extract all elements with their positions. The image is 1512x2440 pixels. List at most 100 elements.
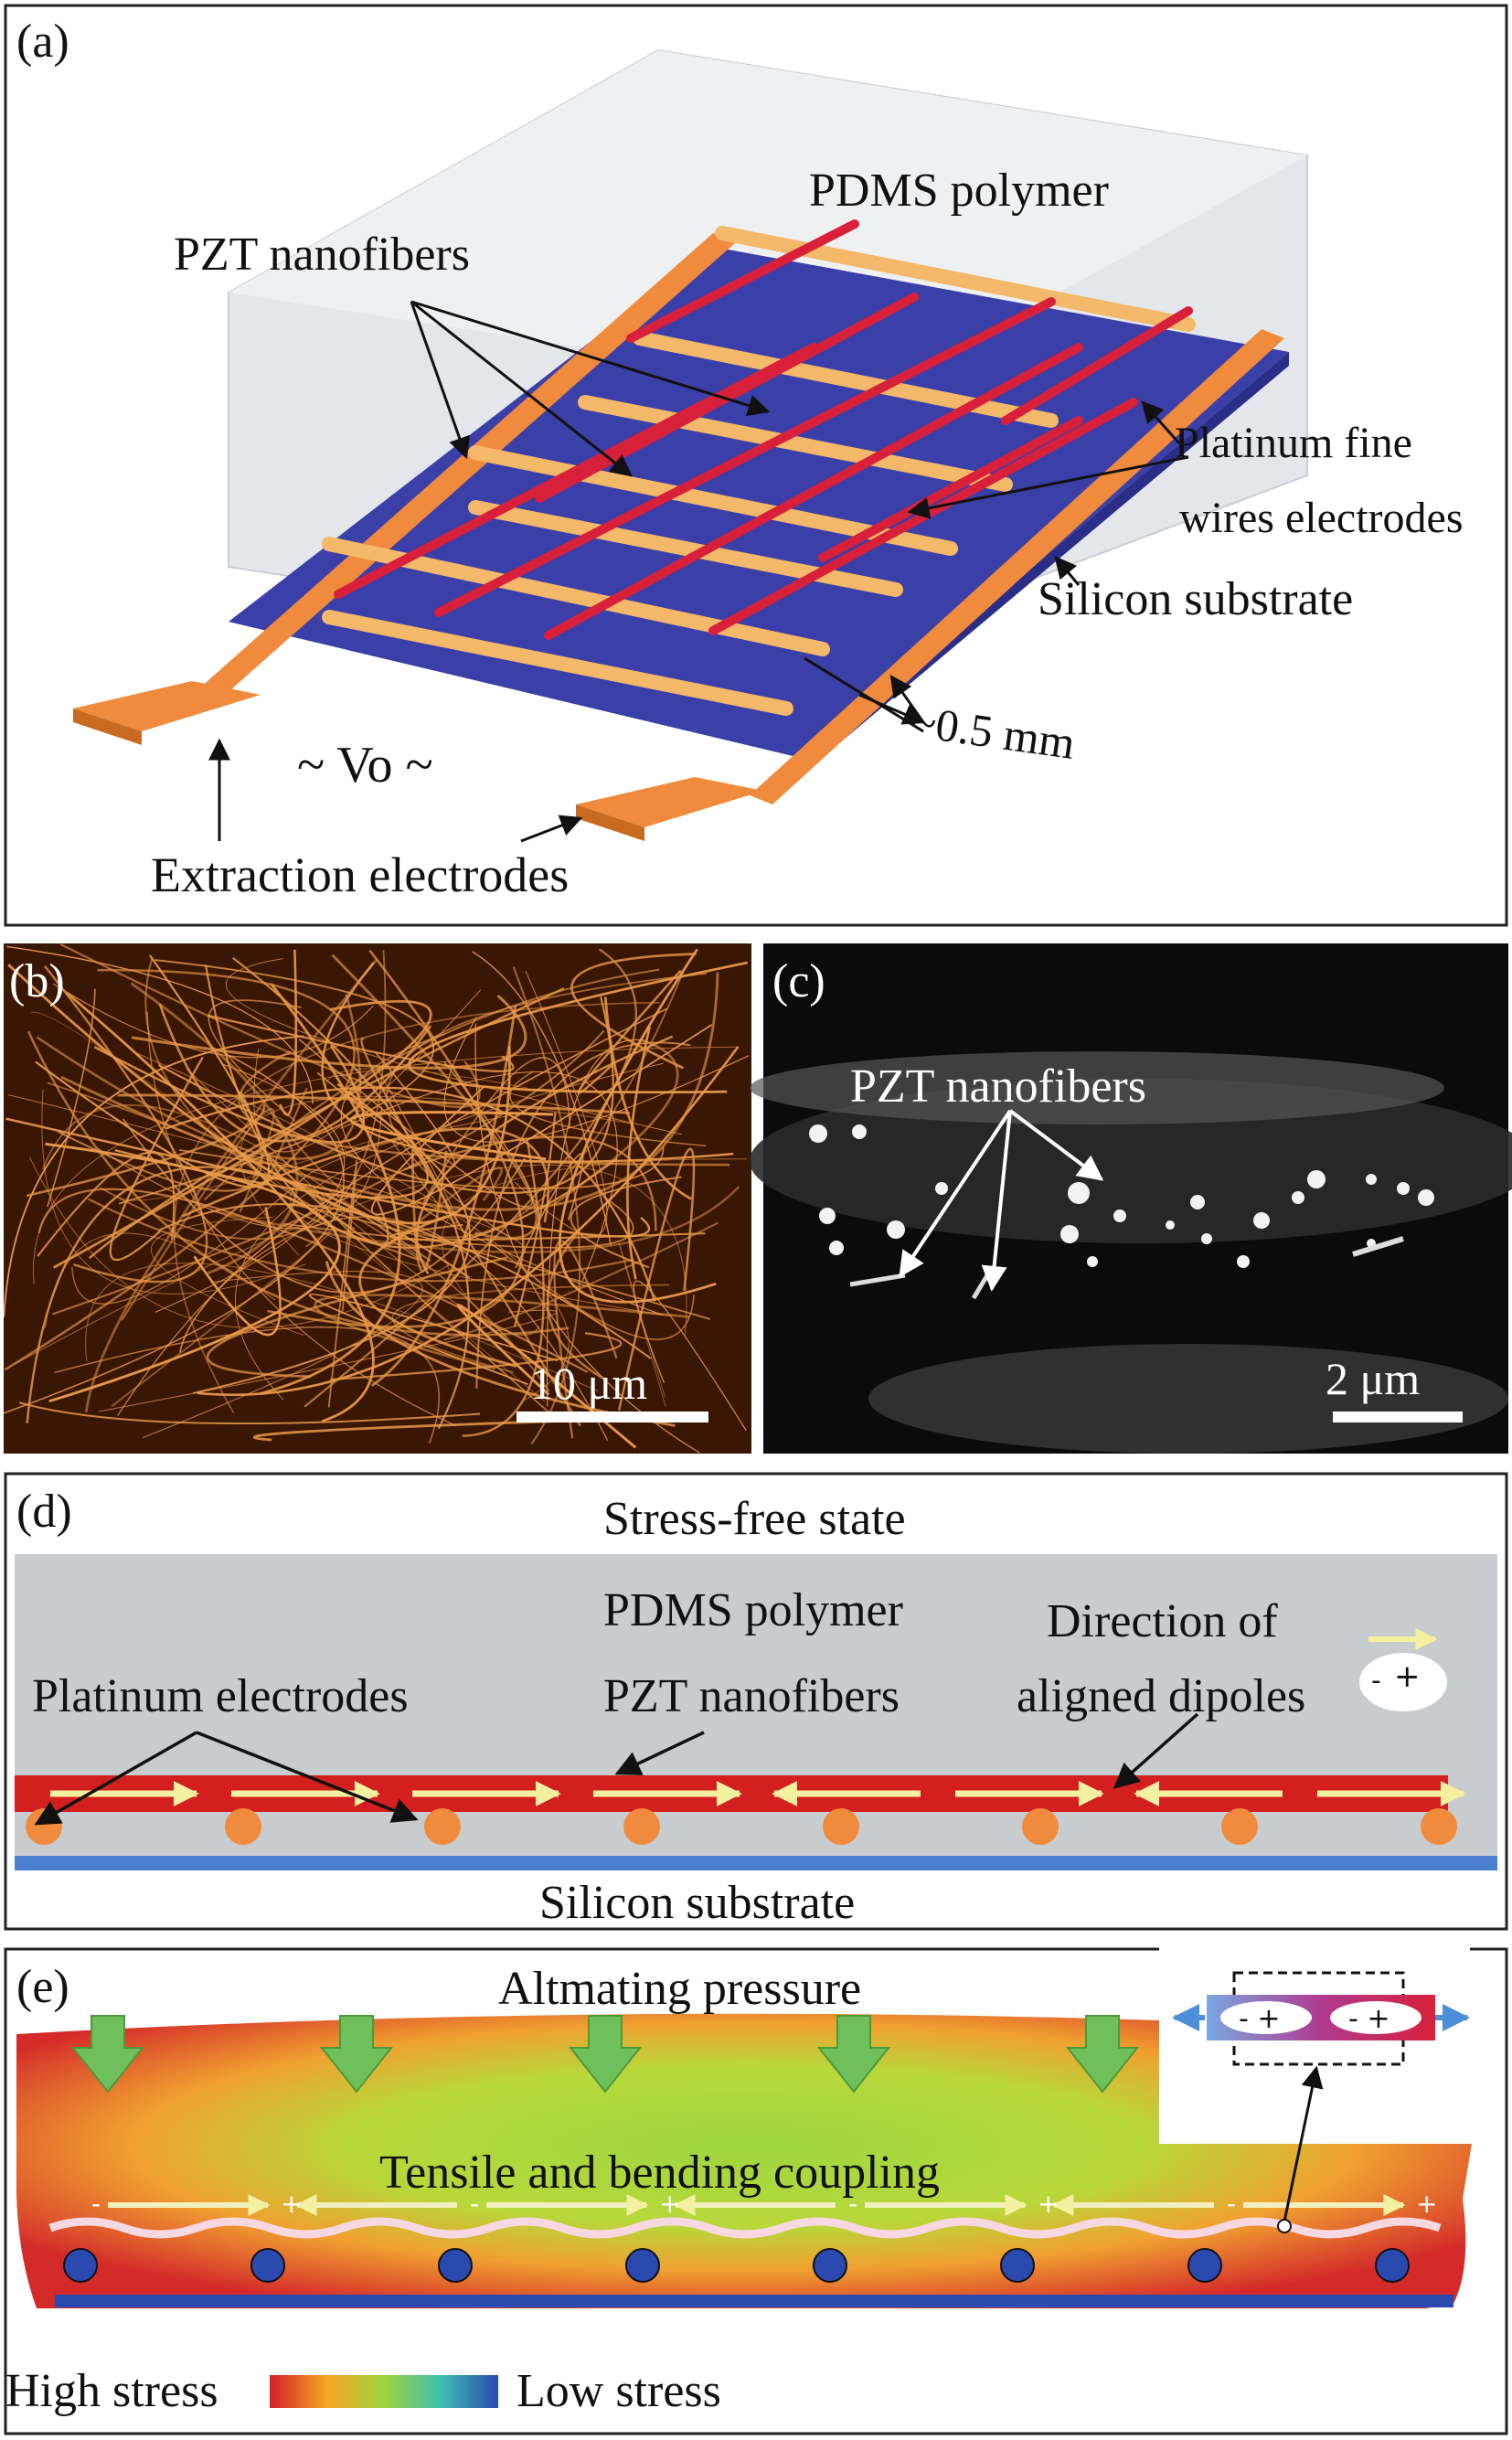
- panel-d: - + (d) Stress-free state PDMS polymer P…: [4, 1472, 1508, 1931]
- fiber-strand: [47, 988, 96, 1208]
- fiber-strand: [36, 994, 362, 1160]
- fiber-strand: [325, 1261, 676, 1427]
- fiber-strand: [26, 1166, 471, 1423]
- pressure-arrow: [319, 2015, 394, 2094]
- label-platinum-line1: Platinum fine: [1175, 419, 1412, 467]
- panel-a-letter: (a): [16, 16, 69, 68]
- fiber-strand: [4, 1035, 304, 1317]
- fiber-strand: [314, 1294, 690, 1370]
- fiber-strand: [197, 1046, 740, 1397]
- scale-label-c: 2 μm: [1326, 1353, 1420, 1404]
- label-coupling: Tensile and bending coupling: [379, 2147, 940, 2199]
- particle: [1292, 1191, 1304, 1204]
- fiber-strand: [52, 983, 374, 1059]
- fiber-strand: [626, 1026, 652, 1280]
- particle: [1418, 1189, 1434, 1206]
- label-d-direction: Direction of: [1047, 1595, 1278, 1647]
- label-stress-free: Stress-free state: [603, 1493, 906, 1545]
- fiber-strand: [27, 1104, 266, 1198]
- fiber-strand: [309, 1293, 558, 1385]
- fiber-strand: [316, 1051, 455, 1168]
- particle: [1397, 1182, 1410, 1195]
- fiber-strand: [179, 1007, 668, 1353]
- particle: [1190, 1195, 1205, 1209]
- fiber-strand: [66, 991, 375, 1422]
- fiber-strand: [253, 1420, 557, 1442]
- fiber-strand: [144, 958, 356, 1231]
- panel-b: 10 μm (b): [4, 943, 751, 1454]
- label-silicon-substrate: Silicon substrate: [1038, 573, 1353, 625]
- fiber-strand: [53, 999, 432, 1269]
- svg-text:- +: - +: [1239, 2003, 1281, 2035]
- e-electrode-dots: [63, 2248, 1410, 2283]
- platinum-wires: [322, 226, 1196, 716]
- fiber-strand: [267, 949, 525, 1328]
- particle: [1166, 1220, 1175, 1230]
- label-c-pzt: PZT nanofibers: [850, 1060, 1146, 1113]
- label-pzt-nanofibers: PZT nanofibers: [174, 229, 470, 281]
- fiber-strand: [41, 1089, 307, 1295]
- fiber-strand: [327, 1159, 358, 1408]
- fiber-strand: [283, 1196, 634, 1249]
- fiber-strand: [88, 1198, 634, 1283]
- label-d-aligned: aligned dipoles: [1017, 1670, 1305, 1722]
- charge-sign: +: [1416, 2189, 1437, 2219]
- particle: [852, 1124, 867, 1139]
- fiber-strand: [238, 1050, 730, 1167]
- label-d-pzt: PZT nanofibers: [603, 1670, 900, 1722]
- label-d-platinum: Platinum electrodes: [32, 1670, 409, 1722]
- electrode-dot: [1221, 1808, 1258, 1845]
- particle: [1366, 1174, 1377, 1185]
- pressure-arrow: [816, 2015, 891, 2094]
- fiber-strand: [204, 964, 618, 1249]
- fiber-strand: [226, 958, 682, 1135]
- charge-sign: -: [1227, 2189, 1236, 2219]
- fiber-strand: [37, 1188, 589, 1373]
- extraction-pad-left: [73, 681, 261, 731]
- electrode-dot: [823, 1808, 859, 1845]
- fiber-strand: [18, 1401, 481, 1425]
- e-electrode-dot: [438, 2248, 473, 2283]
- fiber-strand: [633, 1280, 747, 1431]
- extraction-pad-right: [576, 777, 763, 827]
- panel-c-letter: (c): [772, 955, 825, 1007]
- e-electrode-dot: [1000, 2248, 1035, 2283]
- charge-sign: -: [91, 2189, 101, 2219]
- nanofiber-mesh: [4, 943, 750, 1454]
- fiber-strand: [99, 950, 387, 1241]
- electrode-dot: [1022, 1808, 1059, 1845]
- fiber-strand: [559, 948, 717, 1304]
- pressure-arrows: [70, 2015, 1140, 2094]
- pressure-arrow: [1065, 2015, 1140, 2094]
- fiber-strand: [570, 1176, 682, 1269]
- fiber-strand: [331, 954, 538, 1240]
- e-charge-signs: -+-+-+-+: [91, 2189, 1437, 2219]
- panel-b-letter: (b): [9, 955, 65, 1007]
- e-electrode-dot: [250, 2248, 285, 2283]
- fiber-strand: [54, 1326, 440, 1444]
- fiber-strand: [268, 1087, 308, 1177]
- fiber-segment: [1352, 1236, 1404, 1257]
- electrode-dot: [1421, 1808, 1457, 1845]
- panel-d-letter: (d): [16, 1486, 72, 1538]
- fiber-strand: [71, 1176, 306, 1305]
- electrode-bar-left: [192, 233, 736, 704]
- fiber-strand: [235, 1062, 664, 1401]
- fiber-strand: [6, 945, 314, 1104]
- particle: [1253, 1212, 1270, 1229]
- fiber-strand: [58, 1091, 263, 1192]
- particle: [1201, 1233, 1212, 1244]
- label-vo: ~ Vo ~: [297, 737, 433, 794]
- fiber-strand: [157, 996, 614, 1194]
- fiber-strand: [131, 994, 527, 1070]
- label-platinum-line2: wires electrodes: [1179, 494, 1464, 542]
- fiber-strand: [52, 1029, 605, 1316]
- fiber-strand: [552, 1039, 679, 1206]
- fiber-strand: [603, 996, 692, 1200]
- fiber-particles: [809, 1124, 1434, 1300]
- label-high-stress: High stress: [5, 2365, 218, 2417]
- label-d-silicon: Silicon substrate: [539, 1877, 855, 1929]
- electrode-dot: [424, 1808, 461, 1845]
- label-d-pdms: PDMS polymer: [603, 1584, 903, 1636]
- fiber-strand: [206, 1256, 508, 1379]
